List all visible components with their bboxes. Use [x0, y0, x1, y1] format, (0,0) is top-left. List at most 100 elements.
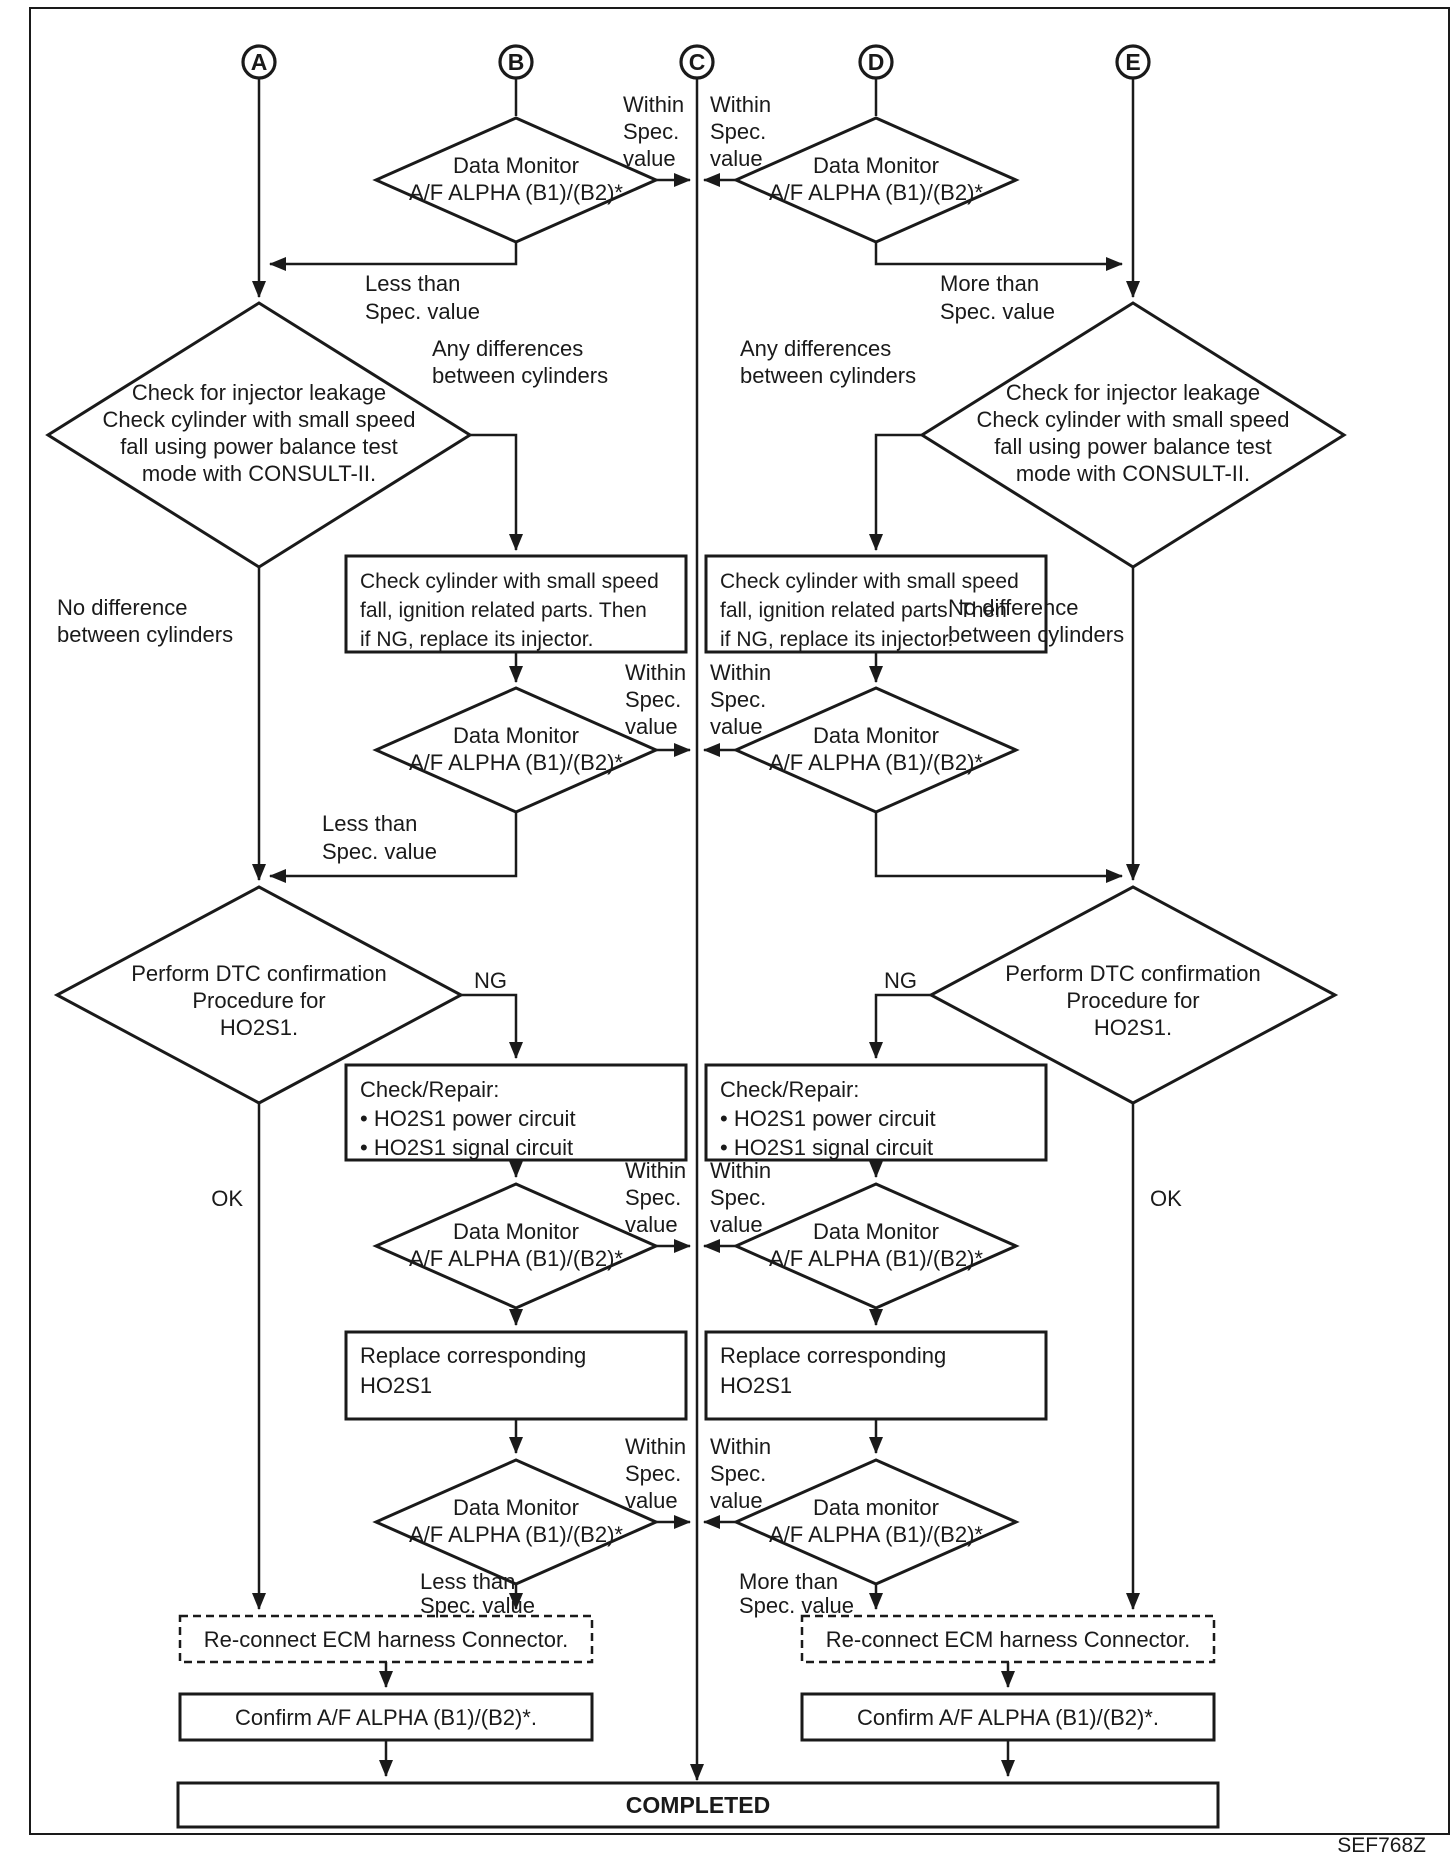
edge-bigright-anydiff — [869, 433, 922, 551]
label-no-difference-left: between cylinders — [57, 622, 233, 647]
label-within-spec-row4-left: Within — [625, 1158, 686, 1183]
action-confirm-af-left — [178, 1692, 594, 1742]
action-text: if NG, replace its injector. — [720, 628, 953, 651]
figure-code: SEF768Z — [1337, 1834, 1426, 1856]
decision-text: Data Monitor — [453, 723, 579, 748]
decision-text: A/F ALPHA (B1)/(B2)* — [769, 180, 983, 205]
connector-circles: A B C D E — [241, 44, 1151, 80]
decision-text: A/F ALPHA (B1)/(B2)* — [409, 750, 623, 775]
label-within-spec-row2-right: Spec. — [710, 687, 766, 712]
injector-leakage-decisions: Check for injector leakage Check cylinde… — [45, 301, 1347, 569]
connector-letter-d: D — [868, 49, 885, 75]
figure-frame — [29, 7, 1450, 1835]
decision-injector-leakage-left — [45, 301, 473, 569]
label-no-difference-right: between cylinders — [948, 622, 1124, 647]
edge-ng-right — [869, 993, 931, 1059]
label-within-spec-row1-right: Spec. — [710, 119, 766, 144]
decision-text: Data Monitor — [453, 1219, 579, 1244]
label-within-spec-row2-right: value — [710, 714, 763, 739]
label-within-spec-row1-left: value — [623, 146, 676, 171]
terminal-completed-bar — [176, 1781, 1220, 1829]
action-text: • HO2S1 power circuit — [360, 1106, 576, 1131]
label-less-than-row1: Less than — [365, 271, 460, 296]
action-text: • HO2S1 signal circuit — [360, 1135, 573, 1160]
label-within-spec-row1-left: Spec. — [623, 119, 679, 144]
decision-dtc-confirmation-right — [927, 885, 1339, 1105]
decision-text: A/F ALPHA (B1)/(B2)* — [409, 1522, 623, 1547]
action-text: Check cylinder with small speed — [360, 570, 659, 593]
cylinder-check-boxes: Check cylinder with small speed fall, ig… — [344, 554, 1048, 654]
decision-text: Check for injector leakage — [1006, 380, 1260, 405]
label-more-than-row1: Spec. value — [940, 299, 1055, 324]
decision-data-monitor-row4-left — [372, 1182, 660, 1310]
label-within-spec-row2-right: Within — [710, 660, 771, 685]
decision-text: A/F ALPHA (B1)/(B2)* — [769, 1522, 983, 1547]
action-confirm-af-right — [800, 1692, 1216, 1742]
connector-letter-a: A — [251, 49, 268, 75]
decision-injector-leakage-right — [919, 301, 1347, 569]
decision-text: Perform DTC confirmation — [1005, 961, 1261, 986]
decision-text: fall using power balance test — [120, 434, 398, 459]
decision-data-monitor-row2-left — [372, 686, 660, 814]
label-no-difference-right: No difference — [948, 595, 1078, 620]
edge-row1-right-morethan — [874, 242, 1123, 271]
decision-text: Check cylinder with small speed — [976, 407, 1289, 432]
action-replace-ho2s1-right — [704, 1330, 1048, 1421]
decision-text: mode with CONSULT-II. — [142, 461, 376, 486]
action-cylinder-check-right — [704, 554, 1048, 654]
action-text: Re-connect ECM harness Connector. — [826, 1627, 1190, 1652]
edge-label-texts: Within Spec. value Within Spec. value Le… — [57, 92, 1182, 1618]
decision-data-monitor-row2-right — [732, 686, 1020, 814]
decision-text: Procedure for — [1066, 988, 1199, 1013]
decision-text: Procedure for — [192, 988, 325, 1013]
label-ng-left: NG — [474, 968, 507, 993]
label-within-spec-row1-left: Within — [623, 92, 684, 117]
label-any-differences-left: Any differences — [432, 336, 583, 361]
connector-letter-b: B — [508, 49, 525, 75]
edge-ng-left — [461, 993, 523, 1059]
label-within-spec-row5-left: Spec. — [625, 1461, 681, 1486]
decision-text: Data Monitor — [813, 1219, 939, 1244]
label-within-spec-row2-left: Within — [625, 660, 686, 685]
label-less-than-row1: Spec. value — [365, 299, 480, 324]
action-text: Confirm A/F ALPHA (B1)/(B2)*. — [235, 1705, 537, 1730]
action-text: • HO2S1 power circuit — [720, 1106, 936, 1131]
action-text: fall, ignition related parts. Then — [360, 599, 647, 622]
decision-text: A/F ALPHA (B1)/(B2)* — [409, 180, 623, 205]
decision-text: A/F ALPHA (B1)/(B2)* — [769, 750, 983, 775]
edge-row2-right-branch — [874, 812, 1123, 883]
decision-text: A/F ALPHA (B1)/(B2)* — [769, 1246, 983, 1271]
action-text: Check cylinder with small speed — [720, 570, 1019, 593]
action-reconnect-ecm-left — [178, 1614, 594, 1664]
label-more-than-row1: More than — [940, 271, 1039, 296]
label-within-spec-row2-left: value — [625, 714, 678, 739]
label-ng-right: NG — [884, 968, 917, 993]
action-reconnect-ecm-right — [800, 1614, 1216, 1664]
label-within-spec-row5-right: value — [710, 1488, 763, 1513]
flow-edges — [252, 78, 1140, 1781]
action-cylinder-check-left — [344, 554, 688, 654]
decision-text: Data monitor — [813, 1495, 939, 1520]
action-text: • HO2S1 signal circuit — [720, 1135, 933, 1160]
label-within-spec-row2-left: Spec. — [625, 687, 681, 712]
label-less-than-row5: Spec. value — [420, 1593, 535, 1618]
action-text: Replace corresponding — [360, 1343, 586, 1368]
action-text: HO2S1 — [360, 1373, 432, 1398]
label-any-differences-left: between cylinders — [432, 363, 608, 388]
terminal-completed-label: COMPLETED — [626, 1792, 770, 1818]
row2-decisions: Data Monitor A/F ALPHA (B1)/(B2)* Data M… — [372, 686, 1020, 814]
label-within-spec-row1-right: value — [710, 146, 763, 171]
bottom-boxes: Re-connect ECM harness Connector. Re-con… — [176, 1614, 1220, 1829]
decision-text: Check for injector leakage — [132, 380, 386, 405]
label-within-spec-row5-right: Within — [710, 1434, 771, 1459]
label-any-differences-right: between cylinders — [740, 363, 916, 388]
row4-decisions: Data Monitor A/F ALPHA (B1)/(B2)* Data M… — [372, 1182, 1020, 1310]
decision-text: Data Monitor — [453, 153, 579, 178]
action-text: fall, ignition related parts. Then — [720, 599, 1007, 622]
action-text: Replace corresponding — [720, 1343, 946, 1368]
action-check-repair-left — [344, 1063, 688, 1162]
edge-row2-left-lessthan — [269, 812, 518, 883]
label-within-spec-row4-left: value — [625, 1212, 678, 1237]
